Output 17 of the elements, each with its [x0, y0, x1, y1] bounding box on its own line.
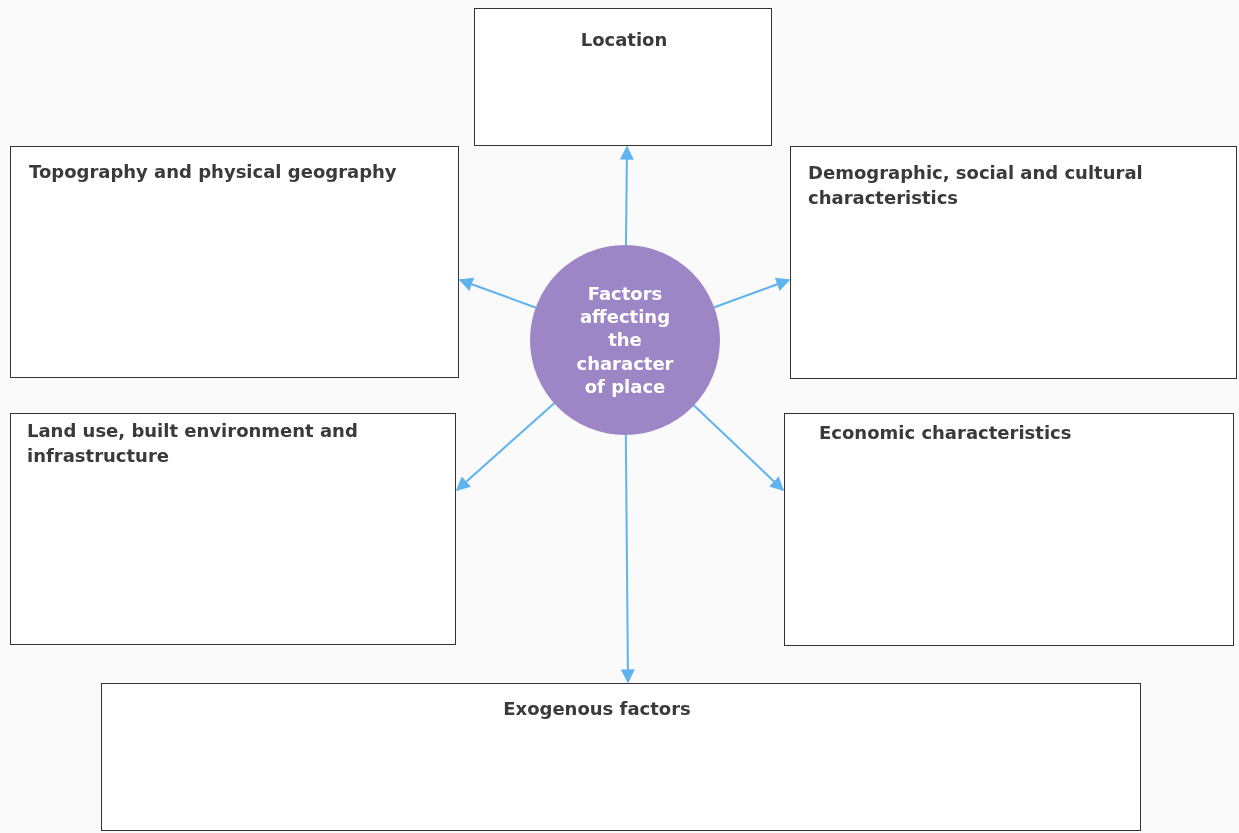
factor-box: [784, 413, 1234, 646]
box-heading: Topography and physical geography: [29, 160, 398, 184]
arrow: [619, 145, 634, 248]
arrow: [455, 400, 557, 491]
box-heading: Exogenous factors: [502, 697, 692, 721]
factor-box: [474, 8, 772, 146]
arrow: [691, 403, 784, 491]
factor-box: [10, 413, 456, 645]
box-heading: Economic characteristics: [819, 421, 1073, 445]
factor-box: [790, 146, 1237, 379]
factor-box: [101, 683, 1141, 831]
circle-title: Factors affecting the character of place: [575, 281, 675, 399]
box-heading: Demographic, social and cultural characteristics: [808, 161, 1144, 211]
box-heading: Location: [579, 28, 669, 52]
arrow: [620, 432, 635, 684]
factor-box: [10, 146, 459, 378]
box-heading: Land use, built environment and infrastructure: [27, 419, 359, 469]
